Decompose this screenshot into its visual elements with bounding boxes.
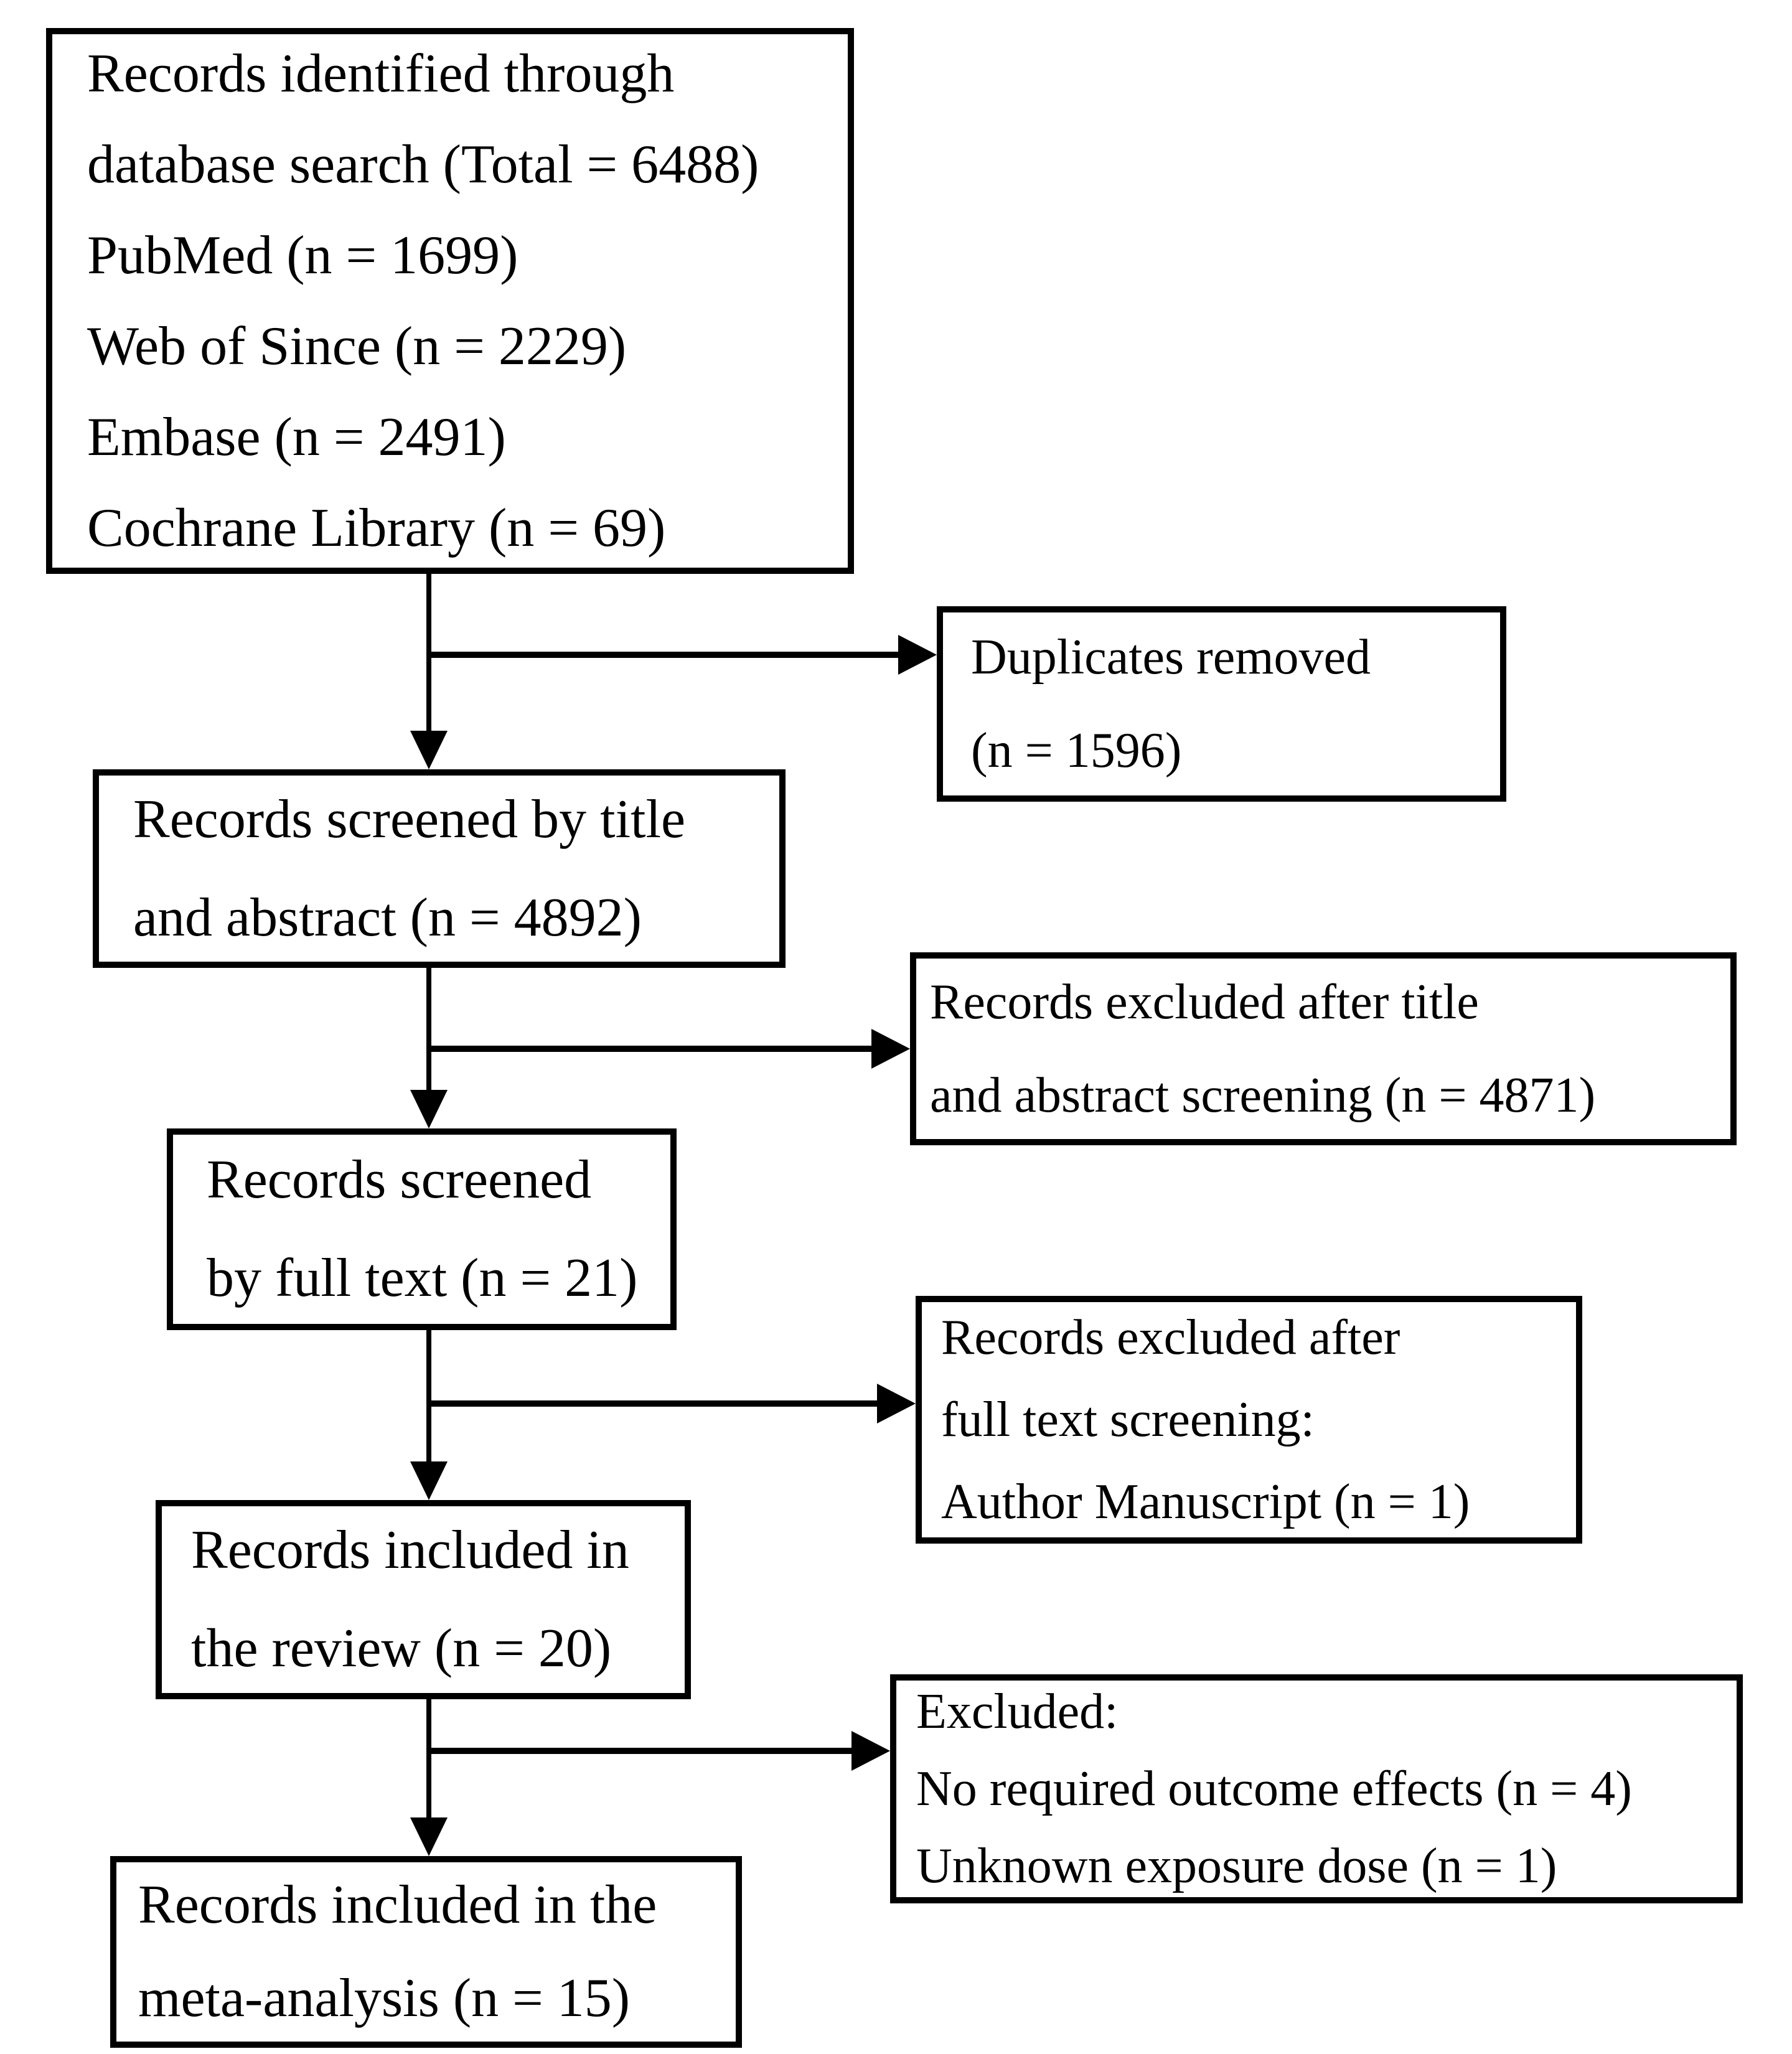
arrowhead-right-icon	[898, 635, 937, 675]
box-text-line: PubMed (n = 1699)	[87, 225, 518, 286]
box-records-screened-fulltext: Records screened by full text (n = 21)	[167, 1128, 677, 1330]
box-text-line: Records screened by title	[133, 789, 686, 850]
box-text-line: Web of Since (n = 2229)	[87, 316, 627, 377]
connector-title-screen-to-fulltext-screen	[426, 968, 431, 1090]
box-text-line: Embase (n = 2491)	[87, 406, 506, 467]
arrowhead-right-icon	[871, 1029, 910, 1069]
connector-branch-meta-excluded	[429, 1748, 851, 1754]
box-text-line: Records identified through	[87, 43, 675, 104]
box-text-line: Records included in the	[138, 1875, 657, 1935]
arrowhead-down-icon	[410, 1817, 448, 1856]
arrowhead-down-icon	[410, 1090, 448, 1128]
box-text-line: and abstract (n = 4892)	[133, 887, 642, 948]
box-records-identified: Records identified through database sear…	[46, 28, 854, 574]
arrowhead-down-icon	[410, 731, 448, 769]
box-excluded-meta-analysis: Excluded: No required outcome effects (n…	[890, 1674, 1743, 1903]
box-text-line: Records screened	[207, 1150, 592, 1210]
box-text-line: Records excluded after	[941, 1310, 1400, 1365]
box-included-review: Records included in the review (n = 20)	[156, 1500, 691, 1699]
box-text-line: by full text (n = 21)	[207, 1248, 638, 1308]
box-text-line: Excluded:	[916, 1684, 1119, 1739]
box-text-line: Cochrane Library (n = 69)	[87, 497, 666, 558]
box-text-line: database search (Total = 6488)	[87, 134, 759, 195]
connector-branch-duplicates	[429, 652, 898, 658]
box-duplicates-removed: Duplicates removed (n = 1596)	[937, 606, 1506, 802]
box-excluded-title-abstract: Records excluded after title and abstrac…	[910, 952, 1737, 1145]
arrowhead-down-icon	[410, 1461, 448, 1500]
arrowhead-right-icon	[851, 1731, 890, 1771]
box-text-line: Duplicates removed	[971, 630, 1371, 685]
connector-fulltext-screen-to-review	[426, 1330, 431, 1461]
box-included-meta-analysis: Records included in the meta-analysis (n…	[110, 1856, 742, 2048]
box-text-line: Unknown exposure dose (n = 1)	[916, 1839, 1557, 1893]
box-excluded-fulltext: Records excluded after full text screeni…	[916, 1296, 1582, 1544]
arrowhead-right-icon	[877, 1384, 916, 1423]
box-text-line: No required outcome effects (n = 4)	[916, 1761, 1632, 1816]
box-text-line: Records excluded after title	[930, 975, 1479, 1029]
box-text-line: Records included in	[191, 1520, 629, 1580]
box-records-screened-title-abstract: Records screened by title and abstract (…	[93, 769, 786, 968]
box-text-line: and abstract screening (n = 4871)	[930, 1068, 1596, 1123]
box-text-line: the review (n = 20)	[191, 1618, 612, 1679]
connector-branch-fulltext-excluded	[429, 1400, 877, 1407]
box-text-line: (n = 1596)	[971, 723, 1182, 778]
box-text-line: meta-analysis (n = 15)	[138, 1968, 631, 2028]
box-text-line: Author Manuscript (n = 1)	[941, 1475, 1470, 1529]
connector-review-to-meta-analysis	[426, 1699, 431, 1817]
connector-branch-title-excluded	[429, 1046, 871, 1052]
box-text-line: full text screening:	[941, 1392, 1315, 1447]
